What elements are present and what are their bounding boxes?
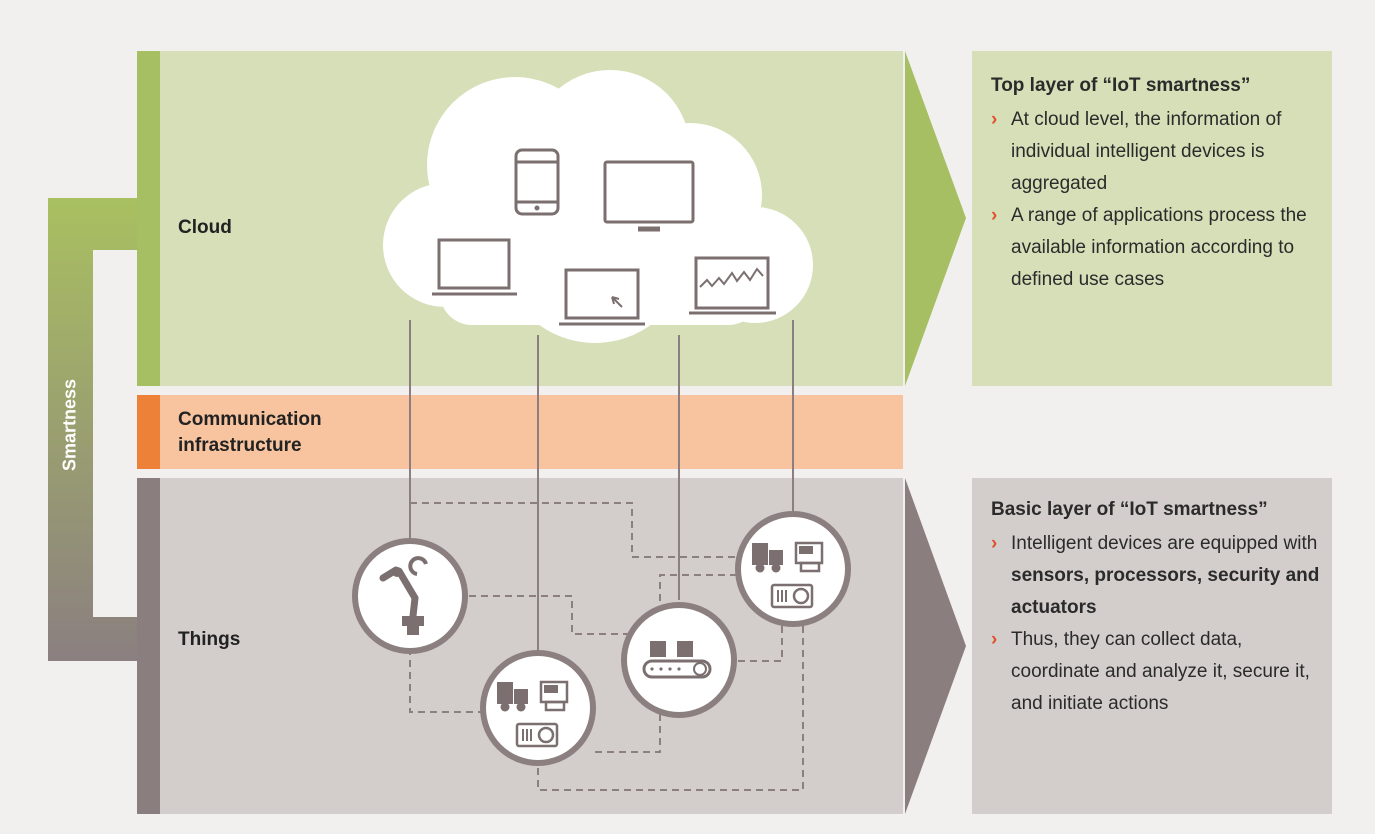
top-layer-panel: Top layer of “IoT smartness” › At cloud l… [991, 70, 1321, 296]
conveyor-icon [621, 602, 737, 718]
basic-layer-panel: Basic layer of “IoT smartness” › Intellig… [991, 494, 1321, 720]
logistics-devices-icon [735, 511, 851, 627]
cloud-shape [383, 70, 813, 343]
laptop-chart-icon [689, 256, 776, 315]
communication-band-accent [137, 395, 160, 469]
bottom-panel-bullet-text: Intelligent devices are equipped with [1011, 533, 1318, 554]
things-layer-label: Things [178, 629, 241, 650]
things-arrow [905, 478, 966, 814]
top-panel-bullet-text: At cloud level, the information of indiv… [1011, 109, 1282, 194]
chevron-right-icon: › [991, 109, 998, 130]
chevron-right-icon: › [991, 629, 998, 650]
dashed-connectors [409, 502, 804, 791]
monitor-icon [603, 160, 695, 232]
communication-layer-label: Communication infrastructure [178, 409, 322, 456]
smartness-axis-label: Smartness [59, 378, 80, 472]
robot-arm-icon [352, 538, 468, 654]
cloud-arrow [905, 51, 966, 386]
things-band-accent [137, 478, 160, 814]
bottom-panel-title: Basic layer of “IoT smartness” [991, 499, 1268, 520]
top-panel-bullet: › A range of applications process the ava… [991, 200, 1321, 296]
laptop-cursor-icon [559, 268, 645, 326]
tablet-icon [514, 148, 560, 216]
cloud-layer-label: Cloud [178, 217, 232, 238]
top-panel-bullets: › At cloud level, the information of indi… [991, 104, 1321, 296]
top-panel-bullet-text: A range of applications process the avai… [1011, 205, 1307, 290]
top-panel-bullet: › At cloud level, the information of indi… [991, 104, 1321, 200]
bottom-panel-bg [972, 478, 1332, 814]
bottom-panel-bullet: › Thus, they can collect data, coordinate… [991, 624, 1321, 720]
cloud-connectors [409, 320, 794, 665]
top-panel-title: Top layer of “IoT smartness” [991, 75, 1251, 96]
logistics-devices-icon-2 [480, 650, 596, 766]
bottom-panel-bullet: › Intelligent devices are equipped with s… [991, 528, 1321, 624]
bottom-panel-bullet-bold: sensors, processors, security and actuat… [1011, 565, 1320, 618]
chevron-right-icon: › [991, 205, 998, 226]
bottom-panel-bullets: › Intelligent devices are equipped with s… [991, 528, 1321, 720]
bottom-panel-bullet-text: Thus, they can collect data, coordinate … [1011, 629, 1310, 714]
chevron-right-icon: › [991, 533, 998, 554]
top-panel-bg [972, 51, 1332, 386]
communication-band [137, 395, 903, 469]
laptop-icon [432, 238, 517, 296]
cloud-band-accent [137, 51, 160, 386]
smartness-bracket [48, 198, 160, 661]
